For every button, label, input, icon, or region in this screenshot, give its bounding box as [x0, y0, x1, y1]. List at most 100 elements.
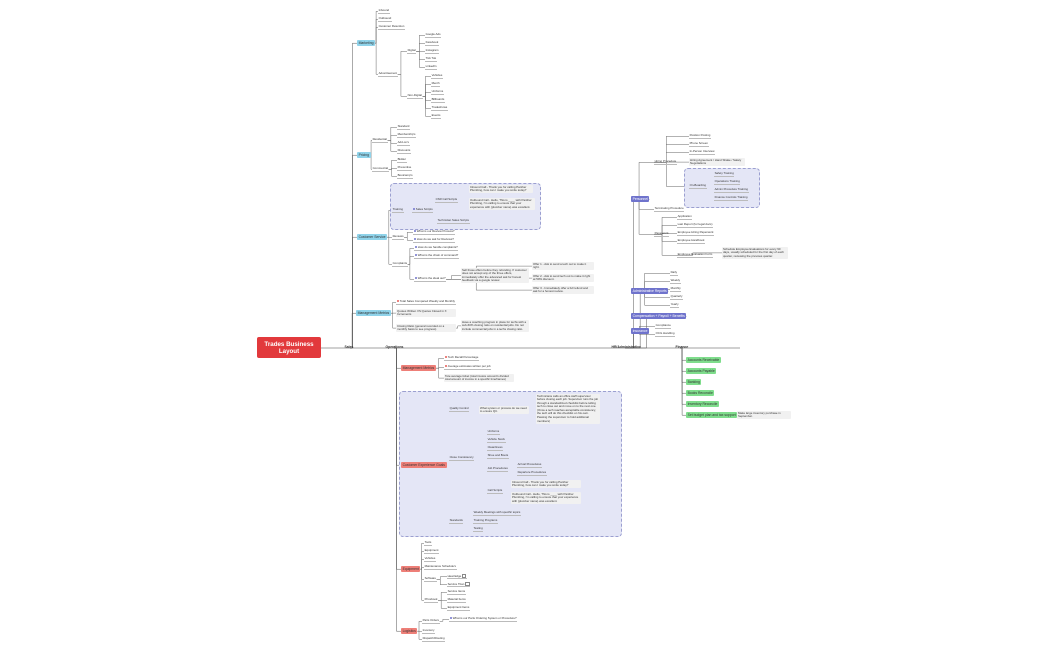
node-what-system-or-process-do-we-need-to-ens[interactable]: What system or process do we need to ens…: [479, 406, 529, 415]
node-uniforms[interactable]: Uniforms: [431, 89, 444, 95]
node-how-do-we-handle-complaints[interactable]: How do we handle complaints?: [414, 245, 459, 251]
node-commercial[interactable]: Commercial: [372, 166, 389, 172]
node-closing-ratio-general-recorded-on-a-mont[interactable]: Closing Ratio (general recorded on a mon…: [396, 324, 456, 333]
node-residential[interactable]: Residential: [372, 137, 388, 143]
node-job-procedures[interactable]: Job Procedures: [487, 466, 509, 472]
node-linkedin[interactable]: LinkedIn: [425, 64, 438, 70]
node-arrival-procedures[interactable]: Arrival Procedures: [517, 462, 542, 468]
node-tech-recall-percentage[interactable]: Tech Recall Percentage: [444, 355, 479, 361]
node-csr-call-scripts[interactable]: CSR Call Scripts: [435, 197, 458, 203]
node-technicians-calls-an-office-staff-superv[interactable]: Technicians calls an office staff superv…: [536, 394, 600, 424]
node-safety-training[interactable]: Safety Training: [714, 171, 735, 177]
node-non-digital[interactable]: Non-Digital: [407, 93, 423, 99]
node-testing[interactable]: Testing: [473, 526, 484, 532]
node-heat-edge[interactable]: Heat Edge: [447, 574, 468, 580]
node-what-is-the-ideal-out[interactable]: What is the ideal out?: [414, 276, 447, 282]
node-employee-handbook[interactable]: Employee Handbook: [677, 238, 706, 244]
node-quality-control[interactable]: Quality Control: [449, 406, 470, 412]
node-finance-controls-training[interactable]: Finance Controls Training: [714, 195, 749, 201]
node-tote-average-ticket-total-invoice-amount[interactable]: Tote average ticket (total invoice amoun…: [444, 374, 514, 383]
node-terminating-procedure[interactable]: Terminating Procedure: [654, 206, 685, 212]
node-logistics[interactable]: Logistics: [401, 628, 418, 635]
node-on-boarding[interactable]: On-Boarding: [689, 183, 707, 189]
node-uniforms[interactable]: Uniforms: [487, 429, 500, 435]
node-discounts[interactable]: Discounts: [397, 148, 411, 154]
node-administrative-reports[interactable]: Administrative Reports: [631, 288, 669, 295]
node-yearly[interactable]: Yearly: [670, 302, 680, 308]
node-ocil-handling[interactable]: OCIL Handling: [655, 331, 676, 337]
node-pricing[interactable]: Pricing: [357, 152, 371, 159]
node-marketing[interactable]: Marketing: [357, 40, 376, 47]
node-weekly-meetings-with-specific-topics[interactable]: Weekly Meetings with specific topics: [473, 510, 521, 516]
node-make-large-inventory-purchase-in-septemb[interactable]: Make large inventory purchase in Septemb…: [737, 411, 791, 420]
node-accounts-receivable[interactable]: Accounts Receivable: [686, 357, 721, 364]
node-what-is-our-review-process[interactable]: What is our Review Process?: [413, 229, 456, 235]
node-cleanliness[interactable]: Cleanliness: [487, 445, 504, 451]
node-standards[interactable]: Standards: [449, 518, 464, 524]
node-instagram[interactable]: Instagram: [425, 48, 440, 54]
branch-operations[interactable]: Operations: [384, 345, 405, 351]
node-preventive[interactable]: Preventive: [397, 165, 412, 171]
node-tick-tok[interactable]: Tick Tok: [425, 56, 437, 62]
branch-finance[interactable]: Finance: [674, 345, 690, 351]
node-outbound-call-hello-this-is-with-panther[interactable]: Outbound Call - Hello, This is ____ with…: [469, 198, 535, 210]
node-position-posting[interactable]: Position Posting: [689, 133, 711, 139]
node-insurance[interactable]: Insurance: [631, 328, 650, 335]
node-customer-service[interactable]: Customer Service: [357, 234, 388, 241]
node-set-budget-plan-and-tax-support[interactable]: Set budget plan and tax support: [686, 412, 738, 419]
node-service-items[interactable]: Service Items: [447, 589, 466, 595]
node-last-report-for-legal-docs[interactable]: Last Report (for legal docs): [677, 222, 714, 228]
node-merch[interactable]: Merch: [431, 81, 441, 87]
node-books-reconcile[interactable]: Books Reconcile: [686, 390, 715, 397]
node-facebook[interactable]: Facebook: [425, 40, 439, 46]
node-inventory-reconcile[interactable]: Inventory Reconcile: [686, 401, 719, 408]
node-close-consistency[interactable]: Close Consistency: [449, 455, 475, 461]
node-inventory[interactable]: Inventory: [422, 628, 436, 634]
node-sell-those-offers-before-they-refunding-[interactable]: Sell those offers before they refunding.…: [461, 268, 529, 284]
node-hiring-procedure[interactable]: Hiring Procedure: [654, 159, 677, 165]
node-material-items[interactable]: Material Items: [447, 597, 467, 603]
node-schedule-employee-evaluations-for-every-[interactable]: Schedule Employee Evaluations for every …: [722, 247, 788, 259]
node-shoe-and-boots[interactable]: Shoe and Boots: [487, 453, 509, 459]
node-operations-training[interactable]: Operations Training: [714, 179, 741, 185]
node-vehicle-stock[interactable]: Vehicle Stock: [487, 437, 506, 443]
node-tradeshows[interactable]: Tradeshows: [431, 105, 448, 111]
node-digital[interactable]: Digital: [407, 48, 417, 54]
node-management-metrics[interactable]: Management Metrics: [356, 310, 391, 317]
node-how-do-we-ask-for-reviews[interactable]: How do we ask for Reviews?: [413, 237, 455, 243]
node-training[interactable]: Training: [392, 207, 404, 213]
node-paperwork[interactable]: Paperwork: [654, 231, 670, 237]
node-add-on-s[interactable]: Add-on's: [397, 140, 410, 146]
node-customer-experience-goals[interactable]: Customer Experience Goals: [401, 462, 447, 469]
root-node[interactable]: Trades Business Layout: [257, 337, 321, 358]
node-events[interactable]: Events: [431, 113, 442, 119]
node-call-scripts[interactable]: Call Scripts: [487, 488, 503, 494]
node-google-ads[interactable]: Google Ads: [425, 32, 442, 38]
node-service-titan[interactable]: Service Titan: [447, 582, 471, 588]
node-bootcamp-s[interactable]: Bootcamp's: [397, 173, 414, 179]
node-inbound[interactable]: Inbound: [378, 8, 390, 14]
node-advertisement[interactable]: Advertisement: [378, 71, 398, 77]
node-sales-scripts[interactable]: Sales Scripts: [412, 207, 434, 213]
node-quotes-written-vs-quotes-closed-in-x-inc[interactable]: Quotes Written VS Quotes Closed in X Inc…: [396, 309, 456, 318]
node-employee-evaluation-form[interactable]: Employee Evaluation Form: [677, 252, 713, 258]
node-inbound-call-thank-you-for-calling-panth[interactable]: Inbound Call - Thank you for calling Pan…: [469, 185, 533, 194]
node-vehicles[interactable]: Vehicles: [431, 73, 443, 79]
node-offer-2-ask-to-send-tech-out-to-make-it-[interactable]: Offer 2 - Ask to send tech out to make i…: [532, 274, 594, 283]
node-compliance[interactable]: Compliance: [655, 323, 672, 329]
node-employee-hiring-paperwork[interactable]: Employee Hiring Paperwork: [677, 230, 715, 236]
node-offer-1-ask-to-send-a-tech-out-to-make-i[interactable]: Offer 1 - Ask to send a tech out to make…: [532, 262, 594, 271]
node-daily[interactable]: Daily: [670, 270, 678, 276]
node-average-estimates-written-per-job[interactable]: Average estimates written per job: [444, 364, 492, 370]
node-phone-screen[interactable]: Phone Screen: [689, 141, 709, 147]
node-training-programs[interactable]: Training Programs: [473, 518, 498, 524]
node-management-metrics[interactable]: Management Metrics: [401, 365, 436, 372]
node-total-sales-compared-weekly-and-monthly[interactable]: Total Sales Compared Weekly and Monthly: [396, 299, 456, 305]
node-maintenance-schedule-s[interactable]: Maintenance Schedule's: [424, 564, 457, 570]
branch-hr-administrative[interactable]: HR/Administrative: [610, 345, 642, 351]
node-inbound-call-thank-you-for-calling-panth[interactable]: Inbound Call - Thank you for calling Pan…: [511, 480, 581, 489]
node-hiring-agreement-hand-shake-salary-negot[interactable]: Hiring Agreement / Hand Shake / Salary N…: [689, 158, 745, 167]
node-equipment[interactable]: Equipment: [401, 566, 421, 573]
node-standard[interactable]: Standard: [397, 124, 410, 130]
node-parts-orders[interactable]: Parts Orders: [422, 618, 440, 624]
